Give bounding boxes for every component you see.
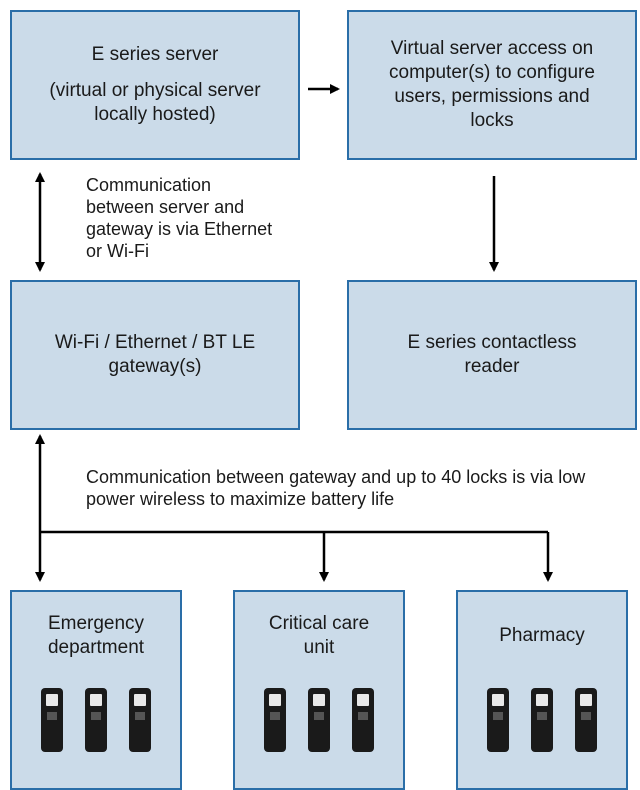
lock-icon: [352, 688, 374, 752]
reader-box: E series contactless reader: [347, 280, 637, 430]
lock-icon: [264, 688, 286, 752]
lock-icon: [129, 688, 151, 752]
server-title: E series server: [91, 44, 219, 65]
lock-icon: [41, 688, 63, 752]
lock-icon: [85, 688, 107, 752]
lock-group: [235, 688, 403, 754]
virtual-access-box: Virtual server access on computer(s) to …: [347, 10, 637, 160]
department-emergency: Emergency department: [10, 590, 182, 790]
server-subtitle: (virtual or physical server locally host…: [49, 80, 261, 125]
server-box: E series server (virtual or physical ser…: [10, 10, 300, 160]
lock-icon: [308, 688, 330, 752]
gateway-box: Wi-Fi / Ethernet / BT LE gateway(s): [10, 280, 300, 430]
department-name: Pharmacy: [499, 625, 585, 646]
department-critical-care: Critical care unit: [233, 590, 405, 790]
reader-text: E series contactless reader: [407, 332, 577, 377]
virtual-access-text: Virtual server access on computer(s) to …: [389, 38, 595, 131]
lock-icon: [575, 688, 597, 752]
lock-icon: [487, 688, 509, 752]
gateway-locks-note: Communication between gateway and up to …: [86, 467, 586, 509]
lock-group: [458, 688, 626, 754]
department-pharmacy: Pharmacy: [456, 590, 628, 790]
lock-icon: [531, 688, 553, 752]
server-gateway-note: Communication between server and gateway…: [86, 175, 273, 261]
gateway-text: Wi-Fi / Ethernet / BT LE gateway(s): [54, 332, 256, 377]
lock-group: [12, 688, 180, 754]
department-name: Critical care unit: [268, 613, 370, 658]
department-name: Emergency department: [47, 613, 145, 658]
